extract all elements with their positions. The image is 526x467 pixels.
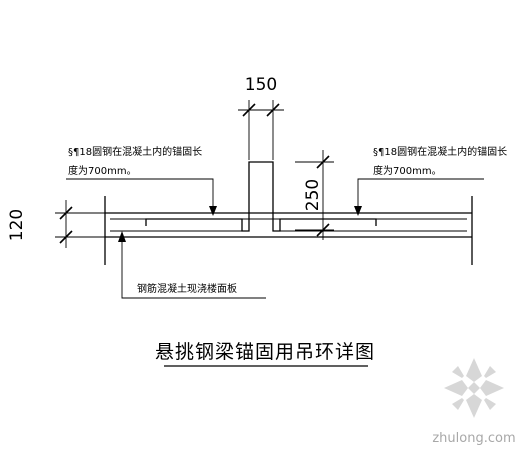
left-leader-arrow <box>209 206 217 216</box>
watermark: zhulong.com <box>432 358 516 446</box>
dimension-120: 120 <box>7 200 105 248</box>
left-leader-line <box>66 178 214 208</box>
left-note-line1: §¶18圆钢在混凝土内的锚固长 <box>68 145 202 158</box>
dimension-tick <box>266 103 280 117</box>
drawing-title: 悬挑钢梁锚固用吊环详图 <box>155 341 375 363</box>
dimension-label-120: 120 <box>7 209 27 241</box>
slab-leader-line <box>121 238 266 299</box>
slab-leader-arrow <box>118 231 126 242</box>
dimension-250: 250 <box>295 150 334 240</box>
dimension-label-150: 150 <box>245 75 277 95</box>
lifting-ring <box>110 161 467 232</box>
dimension-tick <box>59 230 73 244</box>
right-note-line1: §¶18圆钢在混凝土内的锚固长 <box>373 145 507 158</box>
concrete-slab <box>104 196 473 265</box>
drawing-title-group: 悬挑钢梁锚固用吊环详图 <box>155 341 375 367</box>
hanger-bar <box>145 161 377 232</box>
watermark-logo-icon <box>444 358 504 418</box>
dimension-tick <box>59 206 73 220</box>
right-note: §¶18圆钢在混凝土内的锚固长 度为700mm。 <box>354 145 507 216</box>
dimension-tick <box>316 155 330 169</box>
dimension-label-250: 250 <box>303 179 323 211</box>
slab-note: 钢筋混凝土现浇楼面板 <box>118 231 266 299</box>
right-leader-arrow <box>354 206 362 216</box>
right-leader-line <box>357 178 484 208</box>
watermark-site-text: zhulong.com <box>432 431 515 446</box>
right-note-line2: 度为700mm。 <box>373 164 442 177</box>
dimension-150: 150 <box>238 75 284 160</box>
left-note-line2: 度为700mm。 <box>68 164 137 177</box>
slab-note-text: 钢筋混凝土现浇楼面板 <box>137 282 237 295</box>
left-note: §¶18圆钢在混凝土内的锚固长 度为700mm。 <box>66 145 217 216</box>
dimension-tick <box>316 223 330 237</box>
dimension-tick <box>242 103 256 117</box>
